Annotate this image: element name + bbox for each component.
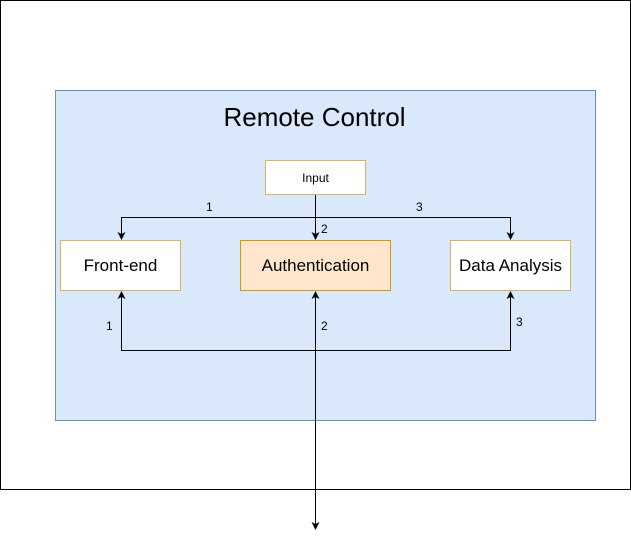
authentication-node: Authentication <box>240 240 391 291</box>
edge-input-frontend <box>117 195 316 240</box>
edge-bus-data-analysis <box>315 291 515 351</box>
edge-label-input-authentication: 2 <box>321 222 328 236</box>
edge-label-input-data-analysis: 3 <box>416 200 423 214</box>
input-node: Input <box>265 160 366 195</box>
frontend-node: Front-end <box>60 240 181 291</box>
edge-label-bus-data-analysis: 3 <box>516 315 523 329</box>
data-analysis-node: Data Analysis <box>450 240 571 291</box>
edge-label-bus-frontend: 1 <box>106 319 113 333</box>
edge-input-data-analysis <box>315 217 515 240</box>
edge-label-external-authentication: 2 <box>321 319 328 333</box>
edge-bus-frontend <box>117 291 316 351</box>
edge-label-input-frontend: 1 <box>206 200 213 214</box>
container-title: Remote Control <box>223 102 406 132</box>
